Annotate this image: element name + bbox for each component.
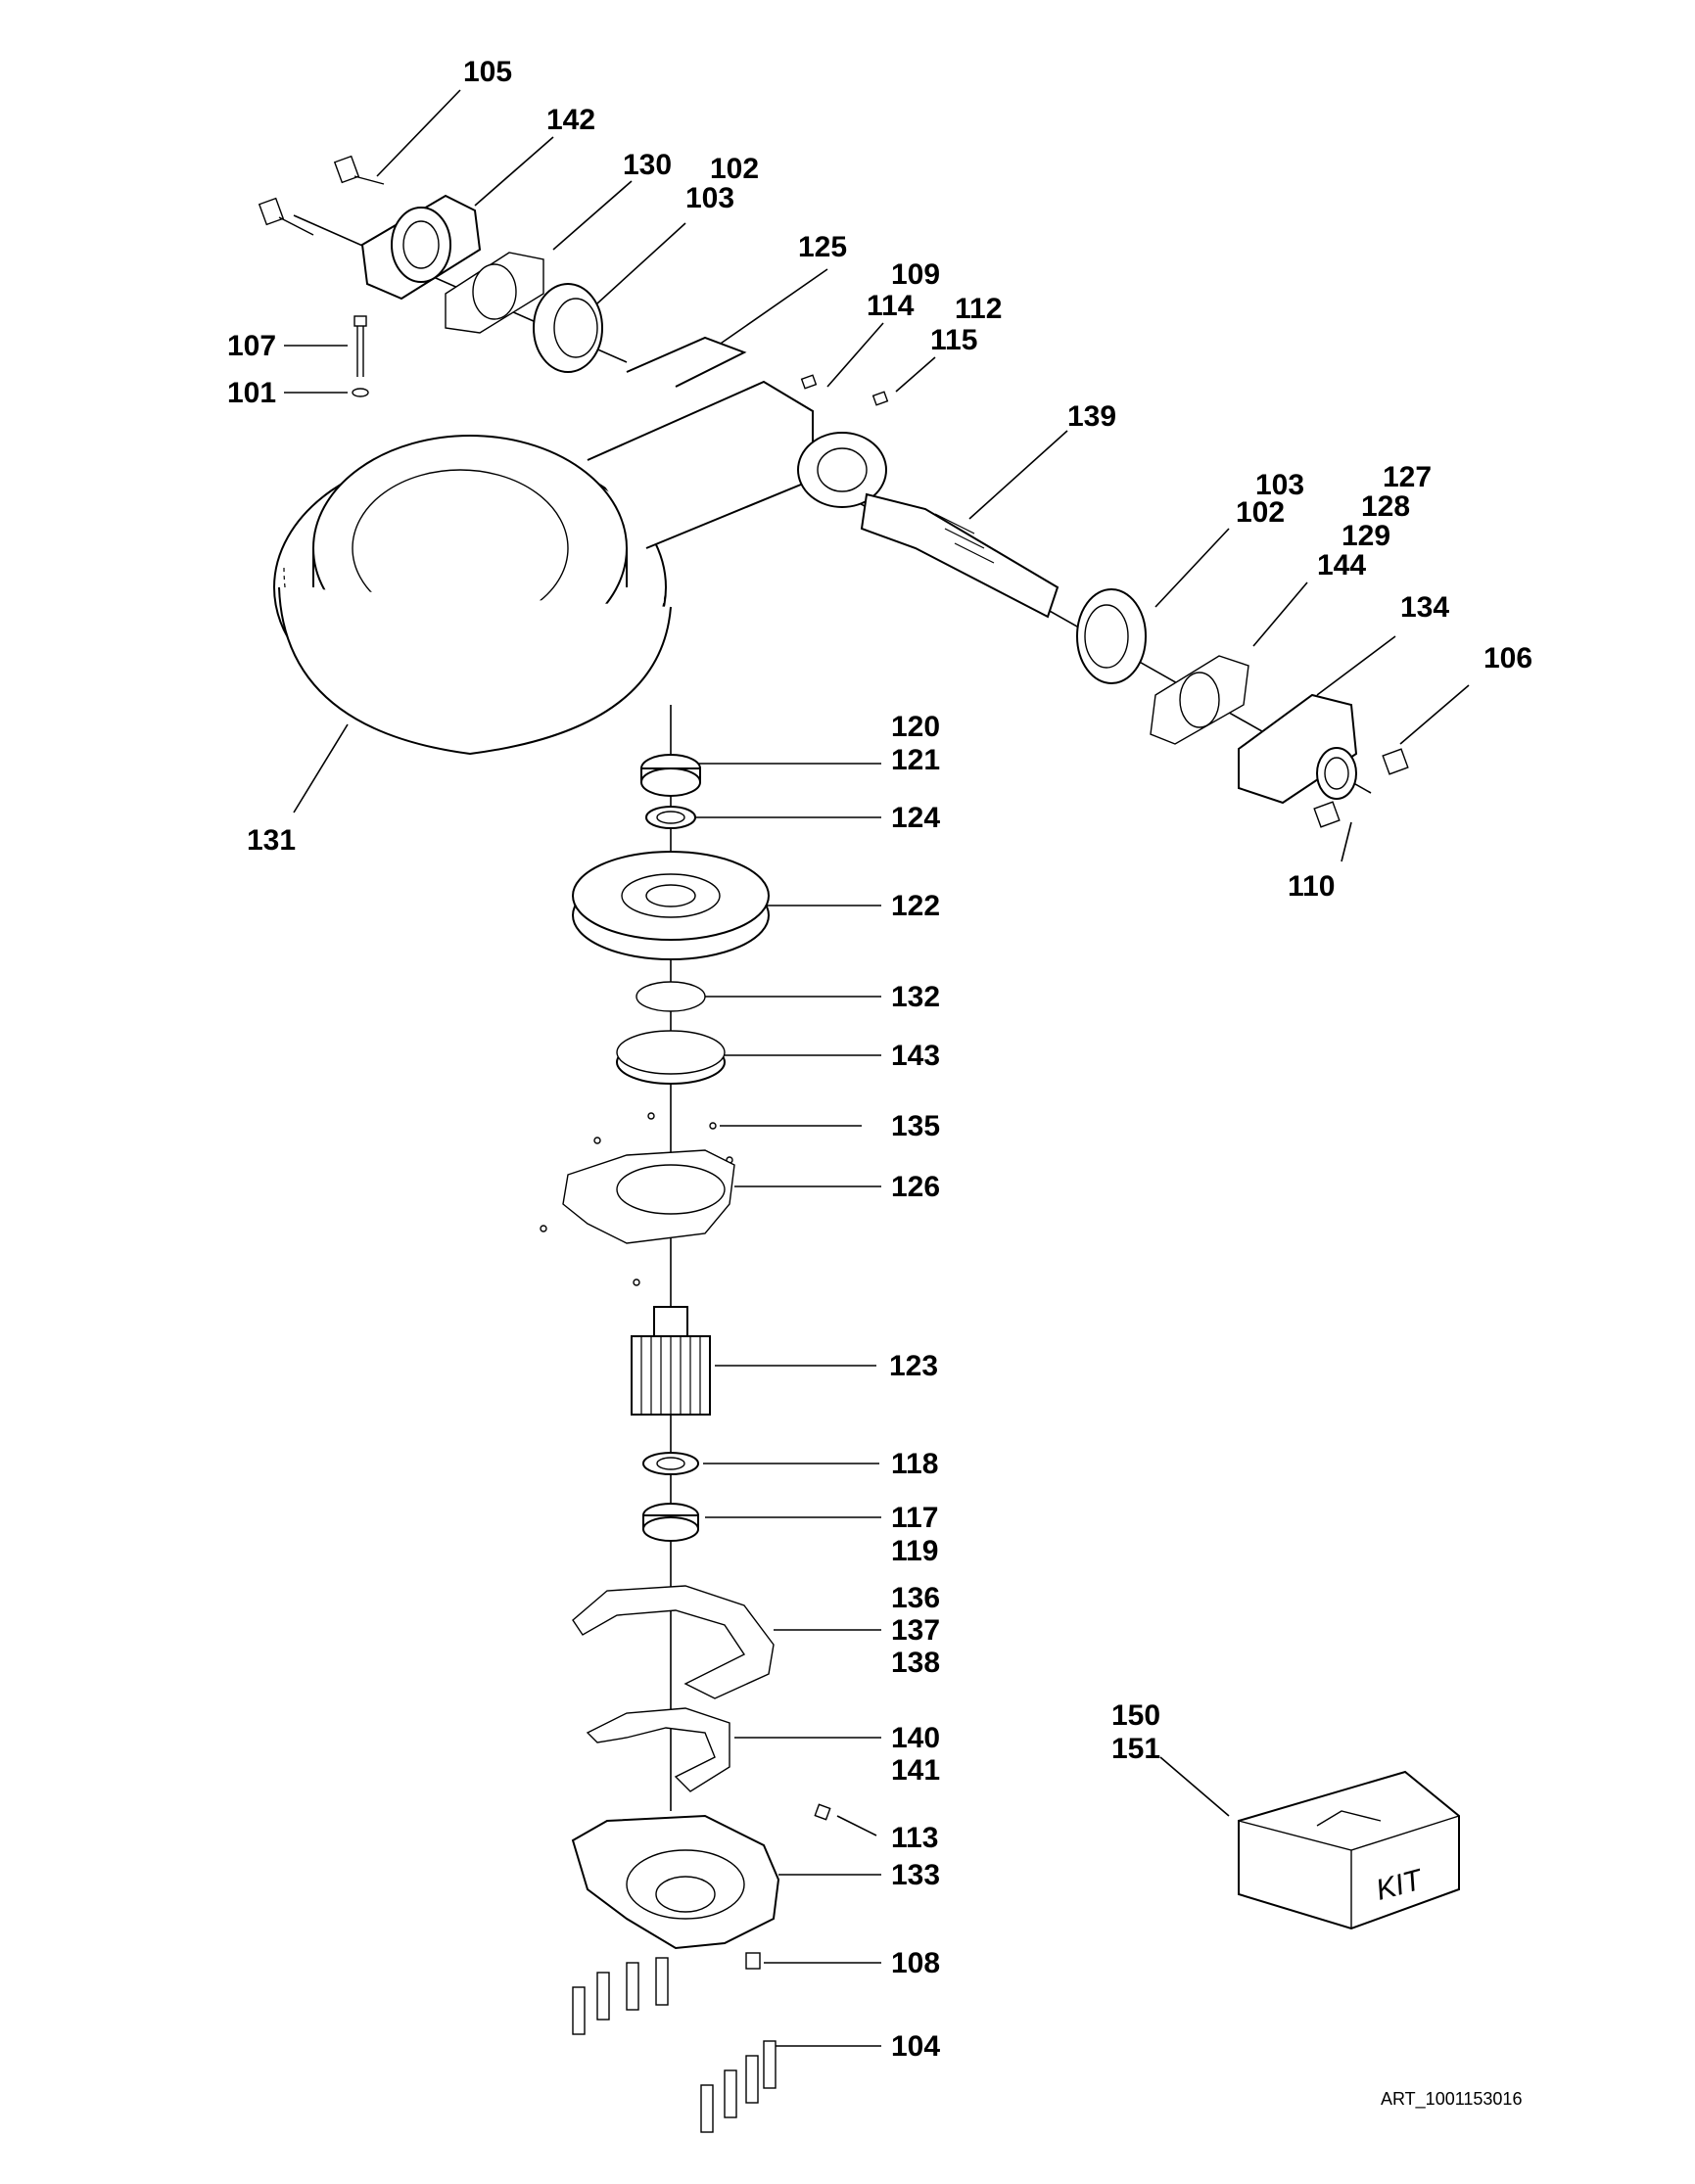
- fitting-112-115: [871, 391, 889, 406]
- callout-124: 124: [891, 802, 940, 834]
- callout-131: 131: [247, 824, 296, 857]
- bolt-107: [352, 315, 369, 397]
- flange-142: [360, 194, 482, 301]
- bearing-120-121: [640, 754, 701, 797]
- gear-122: [572, 851, 770, 960]
- bolt-105: [258, 155, 385, 236]
- flange-134: [1238, 693, 1358, 805]
- gasket-127-144: [1150, 655, 1249, 745]
- callout-113: 113: [891, 1822, 938, 1854]
- pinion-shaft-139: [860, 492, 1059, 619]
- callout-123: 123: [889, 1350, 938, 1382]
- callout-126: 126: [891, 1171, 940, 1203]
- ring-132: [636, 981, 706, 1012]
- callout-105: 105: [463, 56, 512, 88]
- housing-125-ring-gear-131: [273, 336, 887, 756]
- callout-102-103: 102 103: [685, 153, 767, 214]
- ring-143: [616, 1030, 726, 1085]
- callout-150-151: 150 151: [1111, 1699, 1168, 1765]
- callout-142: 142: [546, 104, 595, 136]
- callout-118: 118: [891, 1448, 938, 1480]
- callout-120-121: 120 121: [891, 711, 948, 776]
- callout-108: 108: [891, 1947, 940, 1979]
- washer-124: [645, 806, 696, 829]
- callout-103-102: 103 102: [1236, 469, 1312, 529]
- callout-134: 134: [1400, 591, 1449, 624]
- callout-135: 135: [891, 1110, 940, 1142]
- kit-box: [1238, 1770, 1460, 1930]
- callout-136-138: 136 137 138: [891, 1582, 948, 1679]
- callout-127-144: 127 128 129 144: [1317, 461, 1439, 581]
- callout-107: 107: [227, 330, 276, 362]
- callout-109-114: 109 114: [867, 258, 948, 322]
- callout-110: 110: [1288, 870, 1335, 903]
- bearing-102-103: [533, 283, 603, 373]
- callout-125: 125: [798, 231, 847, 263]
- callout-117-119: 117 119: [891, 1502, 947, 1567]
- callout-112-115: 112 115: [930, 293, 1011, 356]
- gasket-130: [445, 252, 544, 334]
- plate-126: [540, 1149, 735, 1286]
- callout-130: 130: [623, 149, 672, 181]
- fitting-113: [814, 1803, 831, 1821]
- callout-122: 122: [891, 890, 940, 922]
- callout-132: 132: [891, 981, 940, 1013]
- callout-106: 106: [1483, 642, 1532, 674]
- callout-104: 104: [891, 2030, 940, 2063]
- plug-108: [745, 1952, 761, 1970]
- callout-139: 139: [1067, 400, 1116, 433]
- callout-133: 133: [891, 1859, 940, 1891]
- callout-101: 101: [227, 377, 276, 409]
- bolt-106: [1313, 748, 1409, 828]
- callout-labels: 105 142 130 102 103 125 109 114 112 115 …: [227, 56, 1532, 2063]
- washer-118: [642, 1452, 699, 1475]
- fitting-109-114: [800, 374, 818, 390]
- bearing-117-119: [642, 1503, 699, 1542]
- shim-140-141: [586, 1707, 730, 1792]
- art-number: ART_1001153016: [1381, 2089, 1522, 2110]
- shim-136-138: [572, 1585, 775, 1699]
- pinion-123: [631, 1306, 711, 1416]
- callout-140-141: 140 141: [891, 1722, 948, 1787]
- callout-143: 143: [891, 1040, 940, 1072]
- housing-133: [571, 1814, 780, 1950]
- bolts-104: [572, 1957, 777, 2133]
- bearing-103-102-right: [1076, 588, 1147, 684]
- leader-lines: [284, 89, 1470, 2047]
